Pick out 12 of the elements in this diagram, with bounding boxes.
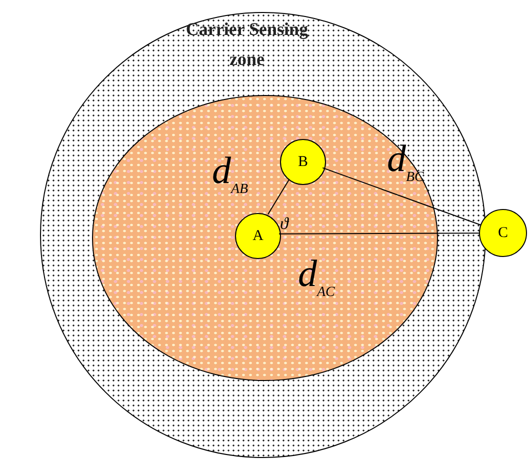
node-label: B <box>298 154 308 170</box>
zone-label: Carrier Sensing zone <box>184 18 310 71</box>
connector-line <box>322 167 481 226</box>
angle-label: ϑ <box>280 214 288 234</box>
station-node <box>280 139 326 185</box>
station-node <box>479 209 527 257</box>
distance-label: d$_{AB}$ <box>212 152 248 199</box>
distance-label: d$_{AC}$ <box>298 255 335 302</box>
transmission-range-area <box>92 95 438 381</box>
station-node <box>235 213 281 259</box>
node-label: A <box>252 228 264 244</box>
node-label: C <box>498 224 508 242</box>
